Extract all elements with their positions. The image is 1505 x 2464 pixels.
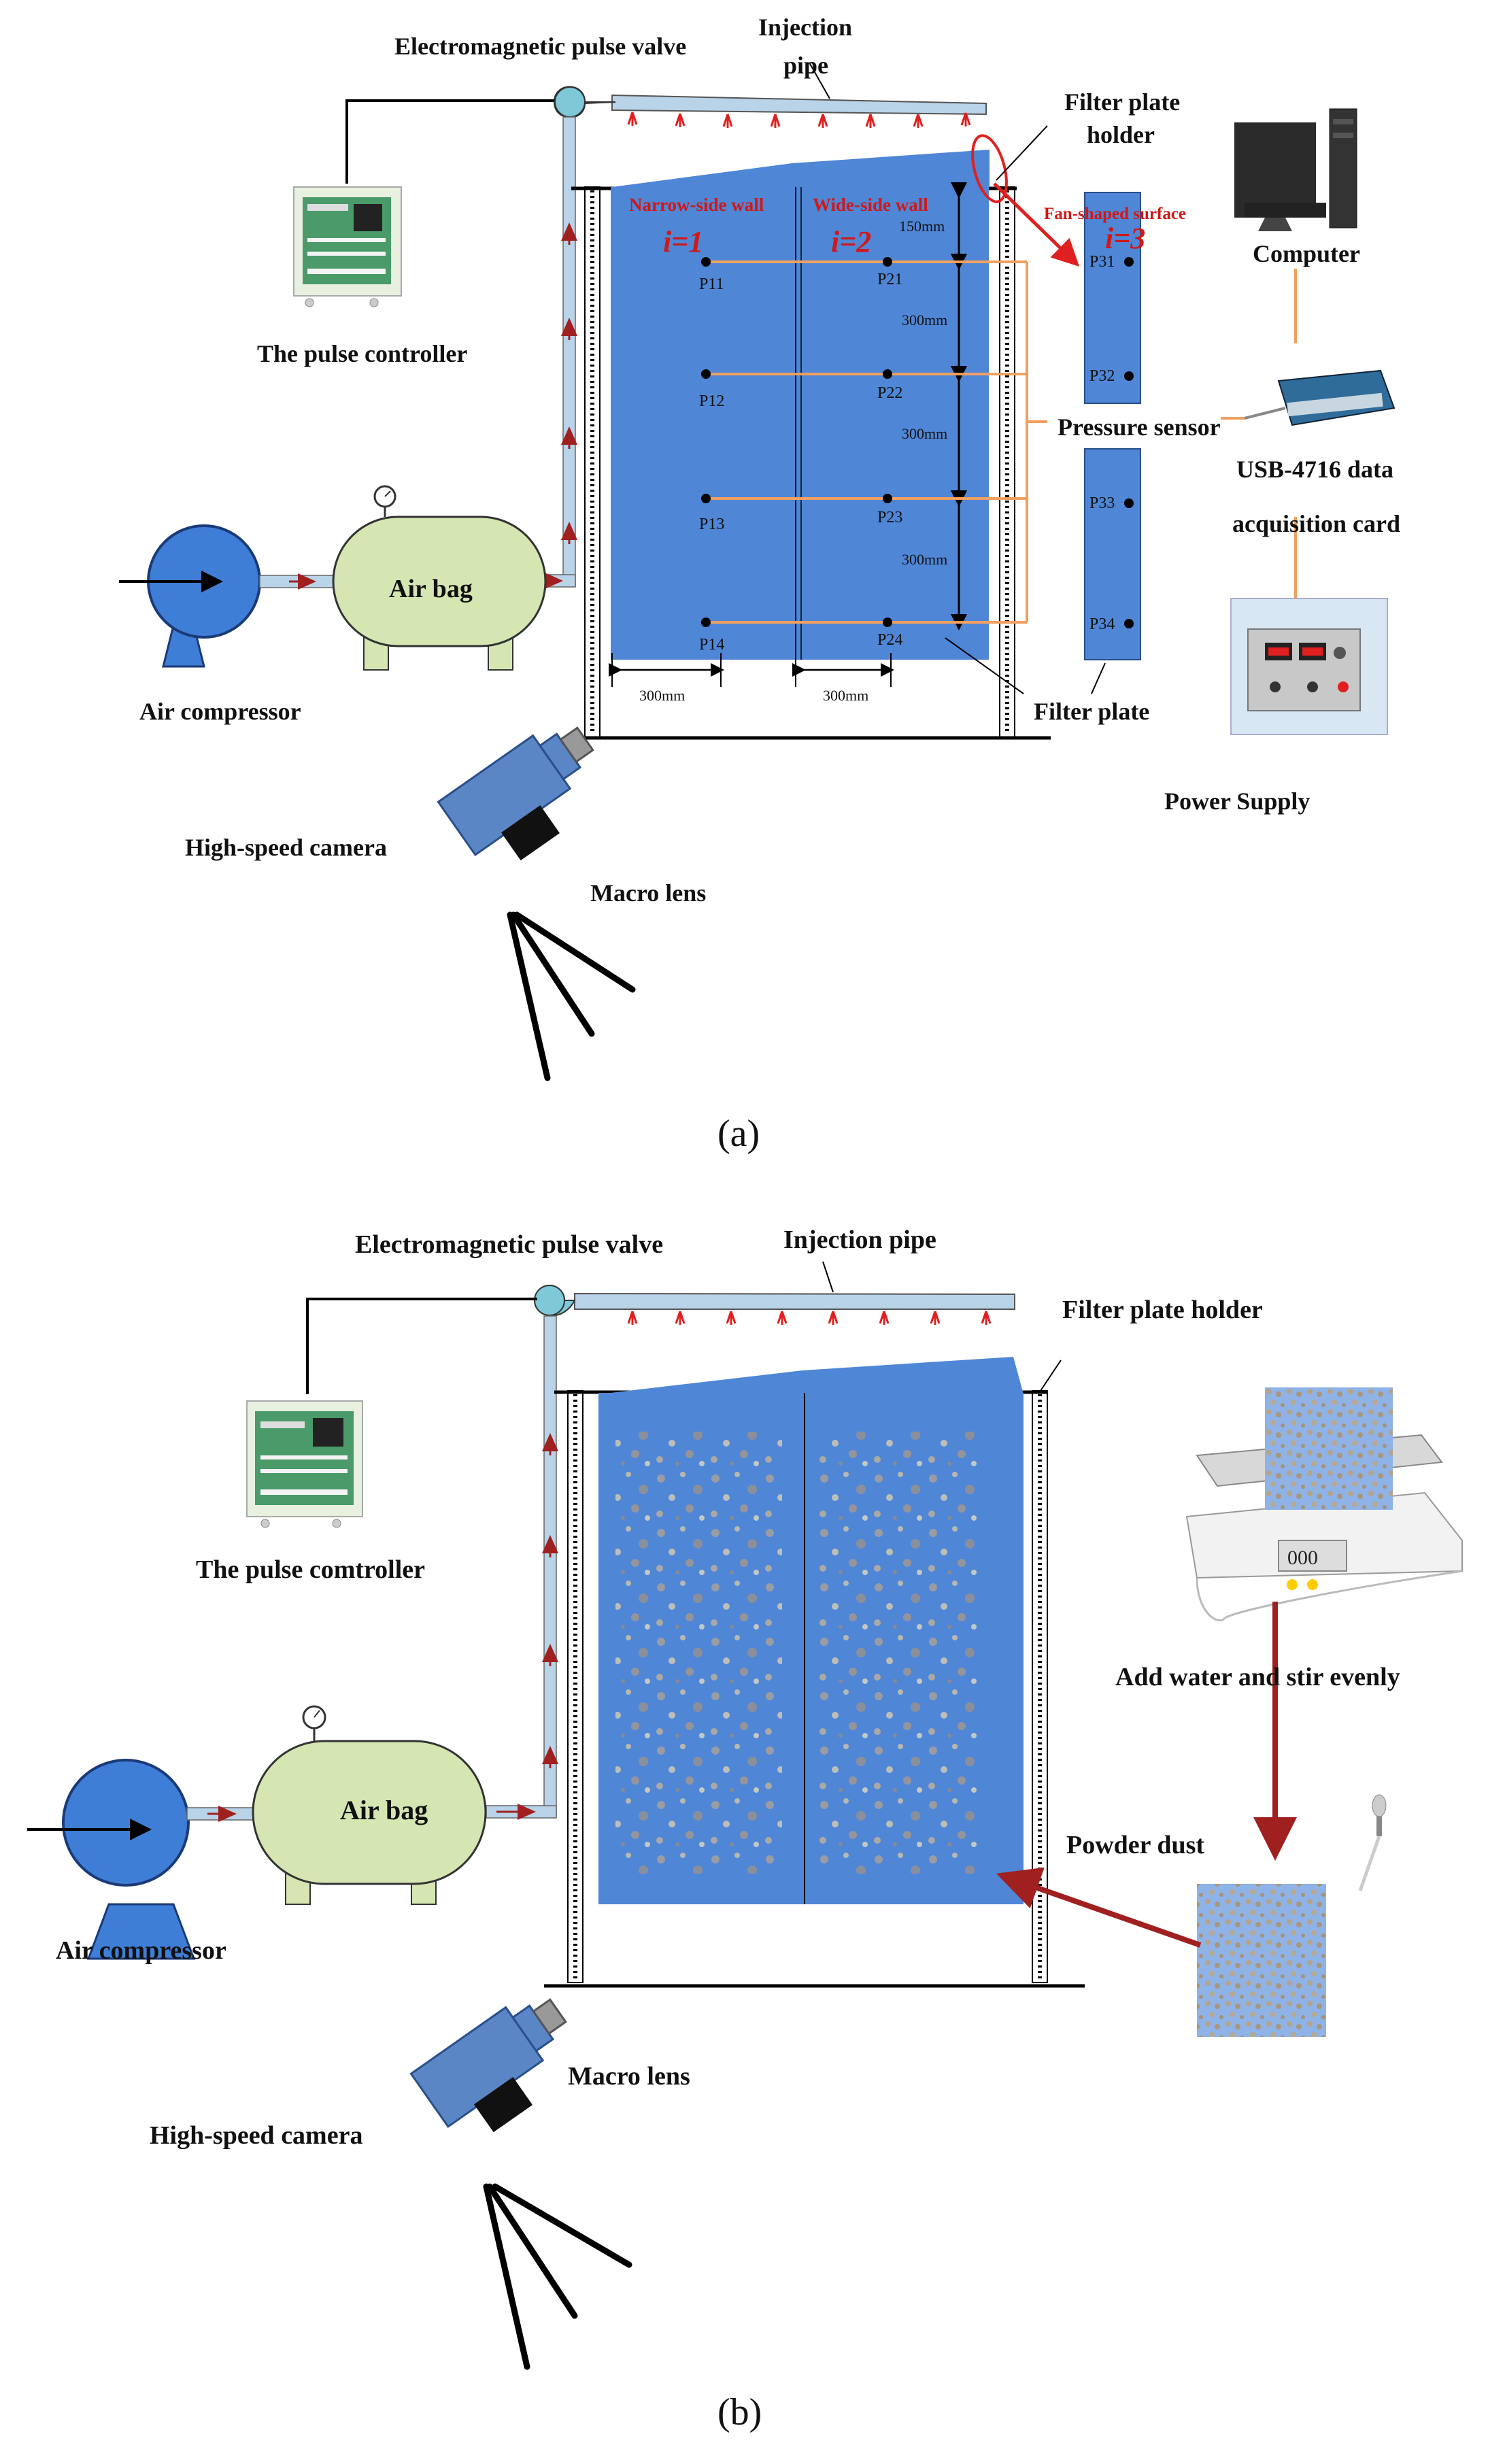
panel-b: 000 Electromagn xyxy=(27,1226,1463,2433)
point-p11: P11 xyxy=(699,275,724,293)
pulse-controller-label-a: The pulse controller xyxy=(257,340,467,367)
air-compressor-label-b: Air compressor xyxy=(56,1936,226,1965)
scale-display: 000 xyxy=(1287,1547,1318,1569)
powder-dust-sample xyxy=(1197,1794,1387,2037)
air-bag-icon-b xyxy=(252,1705,487,1905)
point-p13: P13 xyxy=(699,516,724,533)
daq-card-icon xyxy=(1244,369,1396,426)
add-water-label: Add water and stir evenly xyxy=(1115,1663,1400,1691)
wide-wall-label: Wide-side wall xyxy=(813,195,928,215)
dim-300-b: 300mm xyxy=(902,425,947,442)
panel-a-label: (a) xyxy=(717,1113,760,1155)
sensor-lines-a xyxy=(707,260,1297,624)
daq-card-label-1: USB-4716 data xyxy=(1236,456,1393,483)
fan-surface-label: Fan-shaped surface xyxy=(1044,205,1186,223)
power-supply-label: Power Supply xyxy=(1164,788,1310,815)
filter-plate-b xyxy=(598,1357,1024,1904)
narrow-wall-label: Narrow-side wall xyxy=(629,195,764,215)
point-p33: P33 xyxy=(1089,494,1115,512)
power-supply-icon xyxy=(1230,598,1388,735)
injection-pipe-label-a-2: pipe xyxy=(783,52,828,79)
macro-lens-label-a: Macro lens xyxy=(590,879,706,907)
computer-label: Computer xyxy=(1253,240,1360,267)
i3-label: i=3 xyxy=(1105,222,1145,255)
injection-pipe-label-a-1: Injection xyxy=(758,14,852,41)
holder-label-a-2: holder xyxy=(1087,121,1155,148)
air-compressor-icon-b xyxy=(27,1759,256,1960)
air-compressor-icon-a xyxy=(119,524,335,668)
pulse-controller-icon xyxy=(293,186,402,307)
air-bag-label-a: Air bag xyxy=(389,575,473,603)
air-compressor-label-a: Air compressor xyxy=(139,698,301,725)
point-p14: P14 xyxy=(699,636,724,654)
powder-dust-arrow xyxy=(996,1867,1202,1948)
fan-shaped-surface-marker xyxy=(971,125,1080,267)
balance-scale-icon: 000 xyxy=(1185,1387,1463,1621)
air-bag-label-b: Air bag xyxy=(340,1795,428,1825)
dim-300-a: 300mm xyxy=(902,311,947,328)
tripod-a xyxy=(507,911,636,1081)
injection-pipe-b xyxy=(574,1261,1015,1325)
filter-plate-label-a: Filter plate xyxy=(1034,698,1149,725)
dim-150: 150mm xyxy=(899,218,945,235)
side-plates-a xyxy=(945,192,1141,694)
dim-w300-a: 300mm xyxy=(639,687,685,704)
i2-label: i=2 xyxy=(831,225,871,258)
air-pipe-b xyxy=(486,1315,558,1820)
pulse-controller-label-b: The pulse comtroller xyxy=(196,1555,425,1584)
air-pipe-a xyxy=(537,116,577,589)
injection-pipe-label-b: Injection pipe xyxy=(783,1226,936,1254)
daq-card-label-2: acquisition card xyxy=(1232,510,1400,537)
nozzles-a xyxy=(627,112,971,128)
pulse-valve-icon-b xyxy=(534,1285,576,1317)
dim-w300-b: 300mm xyxy=(823,687,868,704)
point-p22: P22 xyxy=(877,384,902,402)
computer-icon xyxy=(1234,108,1357,231)
point-p23: P23 xyxy=(877,509,902,526)
control-wire-b xyxy=(306,1298,537,1394)
point-p31: P31 xyxy=(1089,253,1115,271)
i1-label: i=1 xyxy=(663,225,703,258)
sensor-points-a xyxy=(701,257,892,627)
pressure-sensor-label: Pressure sensor xyxy=(1058,414,1221,441)
filter-plate-a xyxy=(611,150,990,660)
point-p12: P12 xyxy=(699,392,724,410)
valve-label-a: Electromagnetic pulse valve xyxy=(394,33,686,60)
point-p24: P24 xyxy=(877,631,902,649)
powder-dust-label: Powder dust xyxy=(1066,1831,1204,1859)
point-p34: P34 xyxy=(1089,615,1115,633)
tripod-b xyxy=(483,2183,632,2370)
macro-lens-label-b: Macro lens xyxy=(568,2062,690,2091)
dim-300-c: 300mm xyxy=(902,551,947,568)
valve-label-b: Electromagnetic pulse valve xyxy=(355,1230,663,1259)
horizontal-dimensions-a xyxy=(609,653,894,687)
high-speed-camera-icon-b xyxy=(409,1998,567,2133)
high-speed-camera-icon-a xyxy=(437,726,594,861)
high-speed-camera-label-a: High-speed camera xyxy=(185,834,387,861)
air-bag-icon-a xyxy=(332,485,547,671)
high-speed-camera-label-b: High-speed camera xyxy=(150,2121,362,2150)
holder-label-b: Filter plate holder xyxy=(1062,1296,1263,1324)
panel-b-label: (b) xyxy=(717,2391,762,2433)
control-wire-a xyxy=(345,99,554,184)
panel-a: Electromagnetic pulse valve Injection pi… xyxy=(119,14,1400,1155)
holder-label-a-1: Filter plate xyxy=(1064,88,1180,116)
pulse-valve-icon xyxy=(553,86,616,118)
point-p32: P32 xyxy=(1089,367,1115,385)
injection-pipe-a xyxy=(611,62,987,128)
point-p21: P21 xyxy=(877,271,902,288)
pulse-controller-icon-b xyxy=(246,1400,363,1528)
